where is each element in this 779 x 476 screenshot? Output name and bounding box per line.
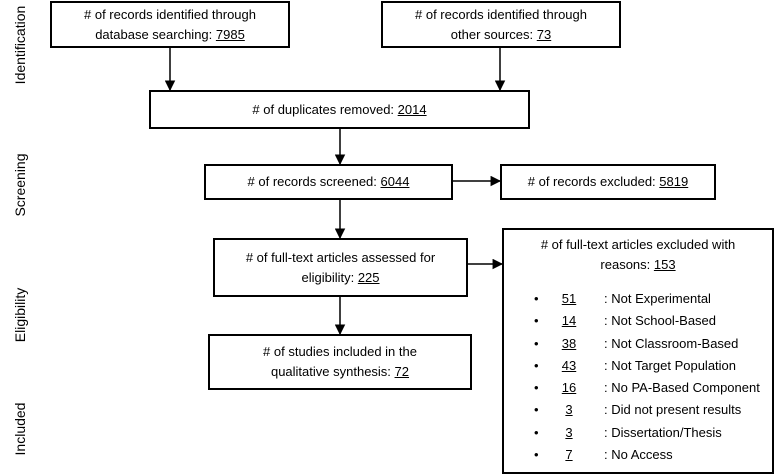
exclusion-reason-item: • 51 : Not Experimental (534, 288, 774, 310)
excluded-reasons-count: 153 (653, 257, 676, 272)
assessed-count: 225 (357, 269, 380, 285)
db-search-line1: # of records identified through (84, 6, 256, 22)
other-sources-line1: # of records identified through (415, 6, 587, 22)
box-database-searching: # of records identified through database… (50, 1, 290, 48)
included-line2: qualitative synthesis: (270, 364, 395, 379)
other-sources-count: 73 (536, 26, 552, 42)
included-count: 72 (394, 364, 410, 379)
duplicates-count: 2014 (397, 101, 427, 117)
included-line1: # of studies included in the (263, 344, 417, 359)
exclusion-reasons-list: • 51 : Not Experimental • 14 : Not School-Bas… (534, 288, 774, 466)
exclusion-reason-count: 51 (561, 291, 577, 306)
exclusion-reason-count: 3 (565, 402, 573, 418)
exclusion-reason-item: • 38 : Not Classroom-Based (534, 333, 774, 355)
exclusion-reason-label: : Not Experimental (604, 291, 711, 306)
excluded-reasons-line1: # of full-text articles excluded with (540, 237, 736, 252)
excluded-count: 5819 (659, 174, 689, 189)
exclusion-reason-label: : Not Classroom-Based (604, 335, 739, 351)
exclusion-reason-count: 7 (565, 447, 573, 463)
exclusion-reason-item: • 14 : Not School-Based (534, 310, 774, 332)
box-records-screened: # of records screened: 6044 (204, 164, 453, 200)
screened-count: 6044 (380, 174, 410, 189)
exclusion-reason-item: • 3 : Dissertation/Thesis (534, 422, 774, 444)
exclusion-reason-item: • 43 : Not Target Population (534, 355, 774, 377)
exclusion-reason-count: 43 (561, 357, 577, 373)
excluded-text: # of records excluded: (527, 174, 660, 189)
other-sources-line2: other sources: (450, 26, 537, 42)
bullet-icon: • (534, 402, 539, 418)
db-search-line2: database searching: (95, 26, 216, 42)
assessed-line2: eligibility: (301, 269, 358, 285)
box-records-excluded: # of records excluded: 5819 (500, 164, 716, 200)
box-duplicates-removed: # of duplicates removed: 2014 (149, 90, 530, 129)
exclusion-reason-item: • 3 : Did not present results (534, 399, 774, 421)
bullet-icon: • (534, 380, 539, 396)
exclusion-reason-count: 3 (565, 424, 573, 440)
exclusion-reason-label: : Dissertation/Thesis (604, 424, 722, 440)
exclusion-reason-count: 16 (561, 380, 577, 396)
bullet-icon: • (534, 291, 539, 306)
exclusion-reason-count: 38 (561, 335, 577, 351)
screened-text: # of records screened: (247, 174, 381, 189)
exclusion-reason-item: • 7 : No Access (534, 444, 774, 466)
exclusion-reason-item: • 16 : No PA-Based Component (534, 377, 774, 399)
duplicates-text: # of duplicates removed: (252, 101, 398, 117)
excluded-reasons-line2: reasons: (600, 257, 654, 272)
exclusion-reason-label: : No Access (604, 447, 673, 463)
box-other-sources: # of records identified through other so… (381, 1, 621, 48)
db-search-count: 7985 (215, 26, 245, 42)
bullet-icon: • (534, 357, 539, 373)
exclusion-reason-label: : Not Target Population (604, 357, 737, 373)
box-full-text-excluded: # of full-text articles excluded with re… (502, 228, 774, 474)
exclusion-reason-count: 14 (561, 313, 577, 329)
bullet-icon: • (534, 313, 539, 329)
bullet-icon: • (534, 424, 539, 440)
box-full-text-assessed: # of full-text articles assessed for eli… (213, 238, 468, 297)
box-studies-included: # of studies included in the qualitative… (208, 334, 472, 390)
exclusion-reason-label: : Not School-Based (604, 313, 717, 329)
bullet-icon: • (534, 335, 539, 351)
exclusion-reason-label: : Did not present results (604, 402, 742, 418)
exclusion-reason-label: : No PA-Based Component (604, 380, 760, 396)
assessed-line1: # of full-text articles assessed for (245, 249, 436, 265)
bullet-icon: • (534, 447, 539, 463)
